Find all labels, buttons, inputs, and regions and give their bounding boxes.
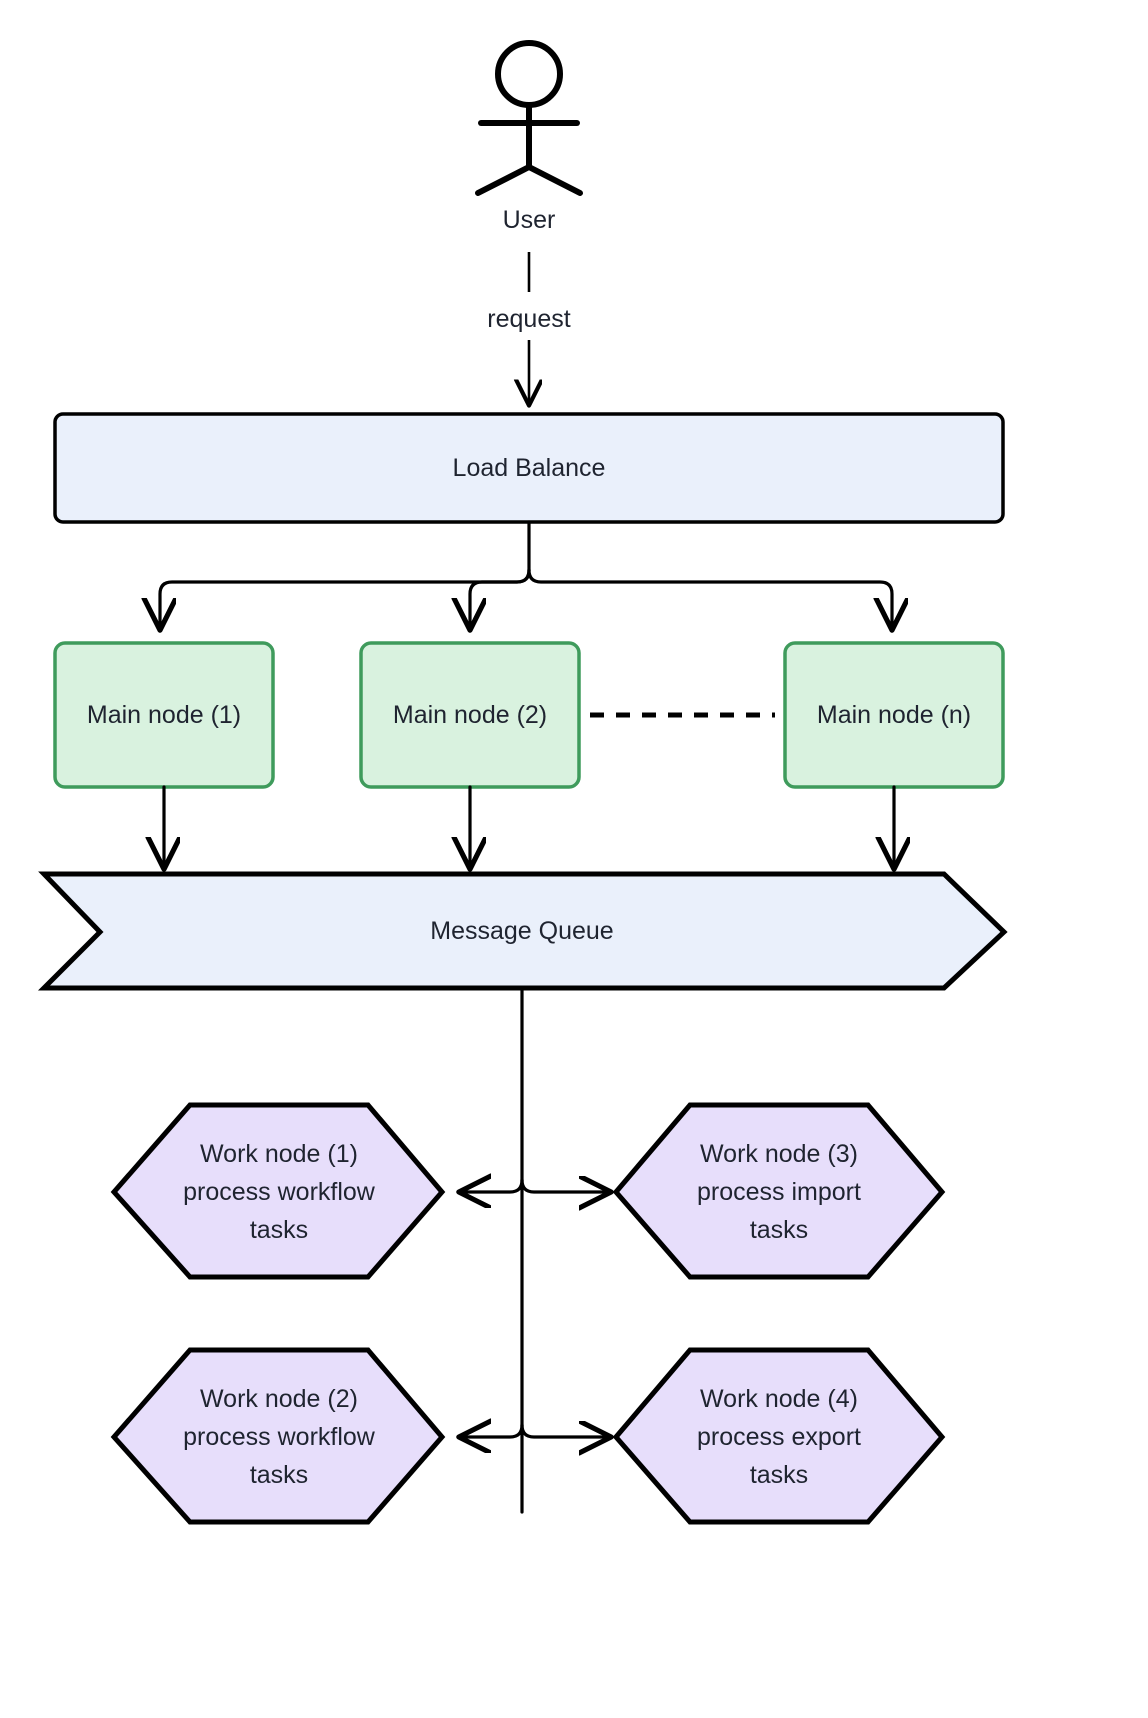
actor-label: User <box>502 206 556 234</box>
message-queue-node <box>37 871 1008 991</box>
work-node-4-shape <box>612 1347 946 1525</box>
edge-label-request: request <box>487 305 571 333</box>
edges-main-nodes-to-message-queue <box>164 785 894 866</box>
edges-message-queue-to-work-nodes <box>462 986 608 1514</box>
main-node-n-shape <box>783 641 1005 789</box>
main-node-2-shape <box>359 641 581 789</box>
edge-load-balance-to-main-nodes <box>160 520 892 627</box>
stick-figure-actor-icon <box>475 40 583 196</box>
work-node-2-shape <box>110 1347 446 1525</box>
work-node-3-shape <box>612 1102 946 1280</box>
main-node-1-shape <box>53 641 275 789</box>
work-node-1-shape <box>110 1102 446 1280</box>
load-balance-node <box>53 412 1005 524</box>
